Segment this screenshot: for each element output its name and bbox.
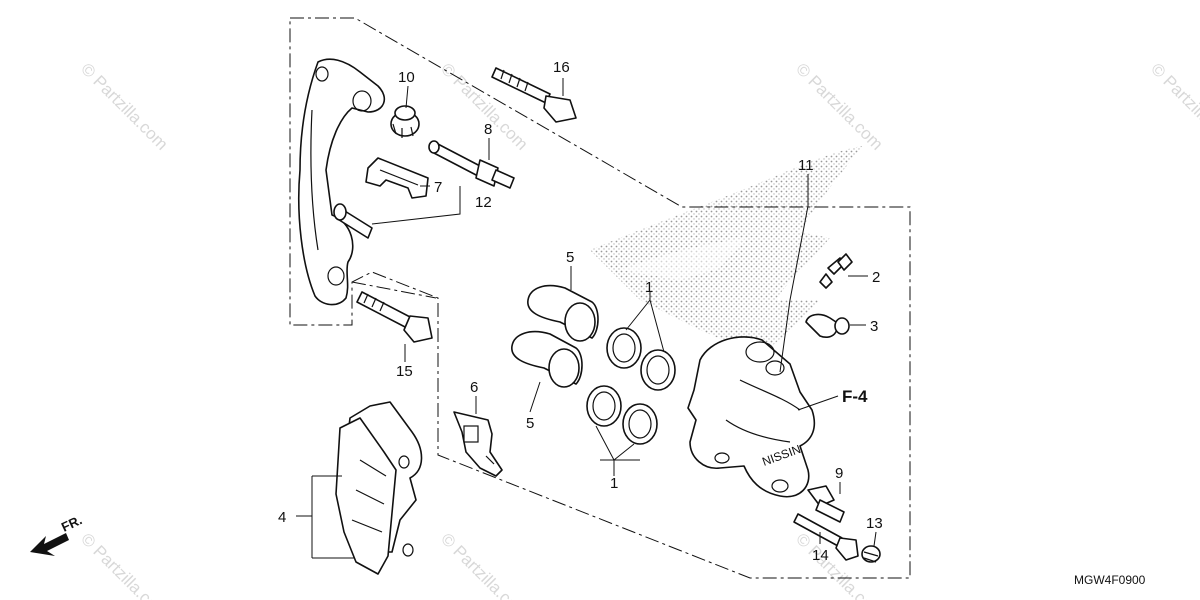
- watermark: © Partzilla.com: [77, 59, 171, 153]
- part-10-nut: [390, 105, 420, 138]
- part-11-caliper-body: NISSIN: [687, 336, 816, 498]
- callout-10: 10: [398, 69, 415, 86]
- callout-2: 2: [872, 269, 880, 286]
- part-15-bolt: [356, 291, 433, 343]
- part-1-seals: [586, 327, 676, 445]
- part-8-pin-bolt: [428, 140, 515, 189]
- caliper-bracket: [298, 58, 386, 306]
- callout-14: 14: [812, 547, 829, 564]
- callout-12: 12: [475, 194, 492, 211]
- part-16-bolt: [491, 67, 577, 123]
- part-4-brake-pads: [335, 401, 423, 575]
- part-12-pin: [333, 203, 373, 239]
- callout-9: 9: [835, 465, 843, 482]
- part-13-cap: [861, 545, 881, 563]
- callout-5-upper: 5: [566, 249, 574, 266]
- callout-4: 4: [278, 509, 286, 526]
- callout-16: 16: [553, 59, 570, 76]
- front-direction-label: FR.: [59, 512, 84, 534]
- callout-13: 13: [866, 515, 883, 532]
- part-2-bleeder-screw: [819, 253, 853, 289]
- callout-5-lower: 5: [526, 415, 534, 432]
- callout-3: 3: [870, 318, 878, 335]
- callout-15: 15: [396, 363, 413, 380]
- part-5-pistons: [511, 284, 599, 388]
- leader-lines: [296, 78, 877, 559]
- part-6-shim: [453, 411, 503, 477]
- part-3-bleeder-cap: [805, 313, 850, 338]
- diagram-code: MGW4F0900: [1074, 573, 1146, 587]
- group-outlines: [289, 17, 911, 579]
- watermark: © Partzilla.com: [792, 59, 886, 153]
- callout-11: 11: [798, 157, 814, 174]
- callout-8: 8: [484, 121, 492, 138]
- part-14-pin: [793, 513, 859, 561]
- callout-1-upper: 1: [645, 279, 653, 296]
- callout-6: 6: [470, 379, 478, 396]
- reference-label: F-4: [842, 387, 868, 406]
- watermark-layer: © Partzilla.com © Partzilla.com © Partzi…: [77, 59, 1200, 600]
- front-direction-arrow: FR.: [30, 512, 84, 556]
- watermark: © Partzilla.com: [77, 529, 171, 600]
- callout-labels: 1 1 2 3 4 5 5 6 7 8 9 10 11 12 13 14 15 …: [278, 59, 883, 564]
- callout-1-lower: 1: [610, 475, 618, 492]
- watermark: © Partzilla.com: [1147, 59, 1200, 153]
- part-7-pad-spring: [365, 157, 429, 199]
- callout-7: 7: [434, 179, 442, 196]
- wing-logo: [590, 146, 862, 356]
- part-9-plug-bolt: [807, 485, 845, 523]
- watermark: © Partzilla.com: [437, 529, 531, 600]
